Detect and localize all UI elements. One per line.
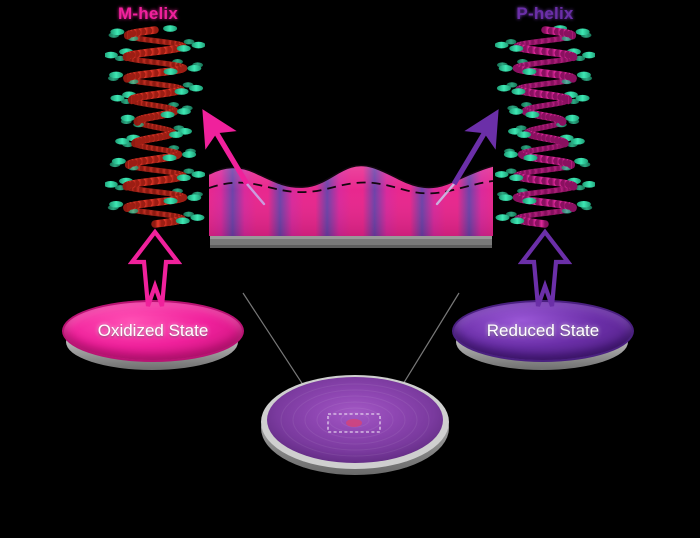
transition-arrow-left [128, 228, 182, 310]
m-helix-structure [105, 22, 205, 232]
helix-label-m: M-helix [118, 4, 178, 23]
reflected-beam-right [451, 109, 499, 186]
helix-label-p: P-helix [516, 4, 574, 23]
state-oxidized-disc: Oxidized State [62, 300, 244, 362]
incident-beam-left [245, 182, 266, 206]
wafer-callout-spot [346, 419, 362, 427]
grating-surface-outline [208, 164, 494, 189]
state-reduced: Reduced State [452, 300, 634, 370]
wafer-callout-box [327, 413, 381, 433]
state-reduced-label: Reduced State [486, 321, 600, 340]
grating-cross-section [208, 160, 494, 250]
state-reduced-disc: Reduced State [452, 300, 634, 362]
substrate-wafer [252, 362, 458, 482]
state-oxidized: Oxidized State [62, 300, 244, 370]
state-oxidized-label: Oxidized State [97, 321, 209, 340]
reflected-beam-left [202, 109, 250, 186]
dashed-reference-line [208, 180, 494, 195]
wafer-rings [280, 383, 430, 457]
light-beams [200, 108, 500, 238]
incident-beam-right [435, 182, 456, 206]
transition-arrow-right [518, 228, 572, 310]
p-helix-structure [495, 22, 595, 232]
